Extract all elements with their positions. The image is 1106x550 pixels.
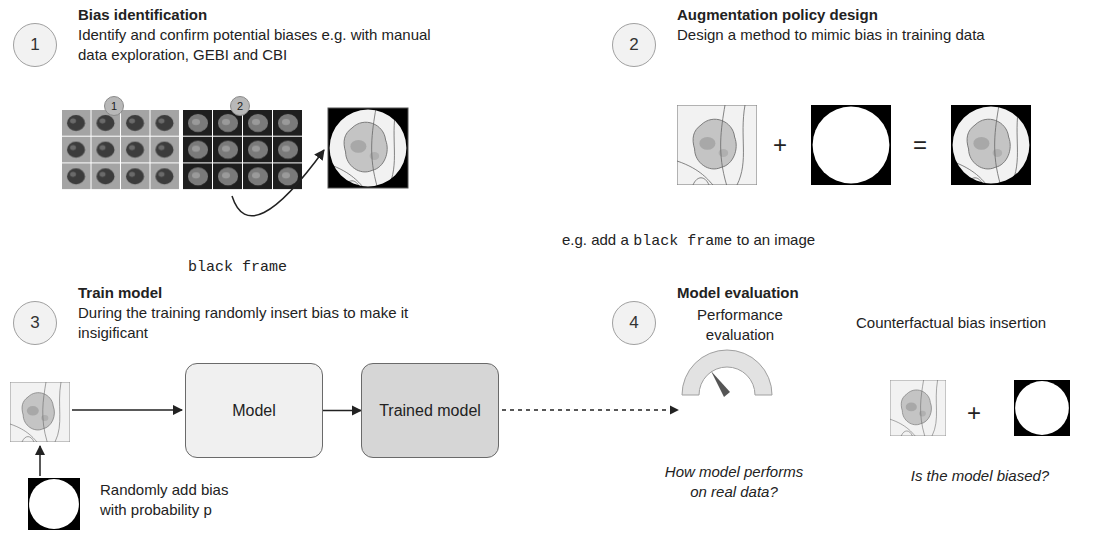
image-grid xyxy=(183,110,303,190)
step-heading: Augmentation policy design xyxy=(677,6,1097,25)
node-text: Model xyxy=(232,402,276,420)
node-text: 2 xyxy=(237,100,243,112)
label-slot: Train model xyxy=(78,284,478,303)
framed-lesion xyxy=(328,108,408,188)
gauge xyxy=(682,350,772,397)
node-text: 1 xyxy=(111,100,117,112)
input-arrow xyxy=(72,409,182,411)
curved-arrow xyxy=(232,150,324,216)
node-text: Trained model xyxy=(379,402,481,420)
operator-sign: + xyxy=(962,401,986,425)
flow-arrow xyxy=(323,410,361,412)
label-slot: Performance evaluation xyxy=(685,305,795,344)
label-slot: Augmentation policy design xyxy=(677,6,1097,25)
text-label: During the training randomly insert bias… xyxy=(78,303,478,342)
text-label: Performance evaluation xyxy=(685,305,795,344)
step-circle: 1 xyxy=(13,23,57,67)
image-grid xyxy=(62,110,180,190)
bias-arrow xyxy=(39,446,41,476)
lesion-image xyxy=(677,105,757,185)
label-slot: = xyxy=(908,133,932,157)
operator-sign: = xyxy=(908,133,932,157)
process-box: Model xyxy=(185,363,323,458)
callout-number: 2 xyxy=(230,96,250,116)
node-text: 3 xyxy=(30,313,39,333)
label-slot: black frame xyxy=(188,259,318,276)
lesion-image xyxy=(10,382,70,442)
text-label: Is the model biased? xyxy=(880,466,1080,486)
node-text: 1 xyxy=(30,35,39,55)
example-text: black frame xyxy=(633,233,732,250)
text-label: Counterfactual bias insertion xyxy=(856,313,1101,333)
label-slot: Design a method to mimic bias in trainin… xyxy=(677,25,1007,45)
label-slot: Randomly add bias with probability p xyxy=(100,480,250,519)
operator-sign: + xyxy=(768,133,792,157)
text-label: Identify and confirm potential biases e.… xyxy=(78,25,448,64)
framed-lesion xyxy=(951,105,1031,185)
step-heading: Train model xyxy=(78,284,478,303)
example-line: e.g. add ablack frame to an image xyxy=(562,230,820,250)
text-label: How model performs on real data? xyxy=(659,462,809,501)
node-text: 4 xyxy=(629,313,638,333)
label-slot: Bias identification xyxy=(78,6,518,25)
label-slot: Counterfactual bias insertion xyxy=(856,313,1101,333)
text-label: Design a method to mimic bias in trainin… xyxy=(677,25,1007,45)
dashed-arrow xyxy=(502,409,678,410)
label-slot: + xyxy=(768,133,792,157)
label-slot: Is the model biased? xyxy=(880,466,1080,486)
label-slot: How model performs on real data? xyxy=(659,462,809,501)
label-slot: + xyxy=(962,401,986,425)
lesion-image xyxy=(890,380,946,436)
step-heading: Model evaluation xyxy=(677,284,1077,303)
example-text: e.g. add a xyxy=(562,231,629,248)
label-slot: Model evaluation xyxy=(677,284,1077,303)
step-circle: 2 xyxy=(612,23,656,67)
callout-number: 1 xyxy=(104,96,124,116)
text-label: black frame xyxy=(188,259,318,276)
text-label: Randomly add bias with probability p xyxy=(100,480,250,519)
step-heading: Bias identification xyxy=(78,6,518,25)
example-text: to an image xyxy=(737,231,815,248)
step-circle: 4 xyxy=(612,301,656,345)
label-slot: Identify and confirm potential biases e.… xyxy=(78,25,448,64)
label-slot: During the training randomly insert bias… xyxy=(78,303,478,342)
step-circle: 3 xyxy=(13,301,57,345)
node-text: 2 xyxy=(629,35,638,55)
black-frame xyxy=(811,105,891,185)
black-frame xyxy=(1014,380,1070,436)
black-frame xyxy=(28,478,80,530)
process-box: Trained model xyxy=(361,363,499,458)
